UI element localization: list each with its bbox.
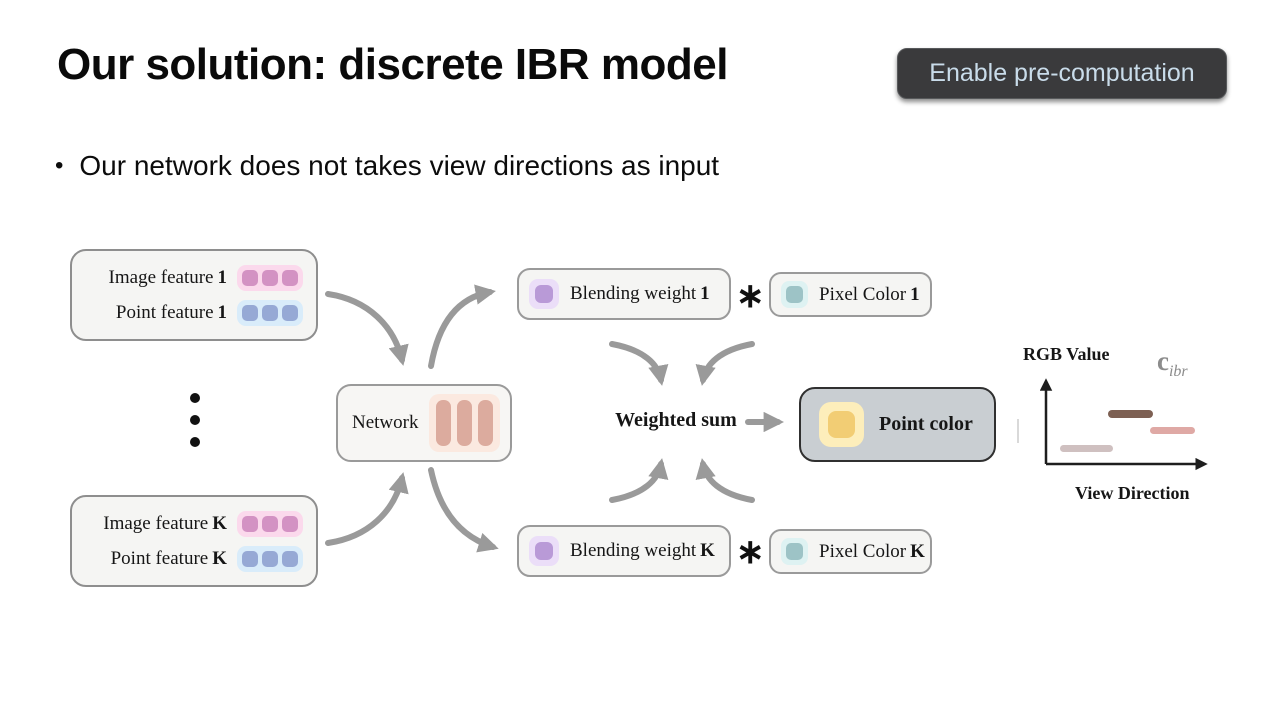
- c-ibr-symbol: cibr: [1157, 346, 1188, 380]
- page-title: Our solution: discrete IBR model: [57, 40, 728, 89]
- point-color-box: Point color: [799, 387, 996, 462]
- divider-tick: [1017, 419, 1019, 443]
- bullet-marker: •: [55, 152, 64, 179]
- point-color-icon: [819, 402, 864, 447]
- multiply-symbol-k: ∗: [736, 534, 765, 571]
- arrow-product1-left-to-weighted-sum: [609, 341, 669, 386]
- arrow-feature1-to-network: [325, 291, 409, 366]
- multiply-symbol-1: ∗: [736, 278, 765, 315]
- chart-xlabel: View Direction: [1075, 483, 1190, 503]
- vertical-ellipsis-icon: [190, 393, 200, 447]
- point-feature-squares-icon: [237, 299, 303, 326]
- arrow-productK-left-to-weighted-sum: [609, 458, 669, 503]
- pixel-color-icon: [781, 281, 808, 308]
- network-label: Network: [352, 412, 419, 433]
- image-feature-squares-icon: [237, 264, 303, 291]
- bullet-text: Our network does not takes view directio…: [79, 150, 720, 181]
- blending-weight-icon: [529, 536, 559, 566]
- arrow-product1-right-to-weighted-sum: [695, 341, 755, 386]
- network-box: Network: [336, 384, 512, 462]
- chart-ylabel: RGB Value: [1023, 344, 1110, 364]
- point-color-label: Point color: [879, 413, 973, 435]
- pixel-color-icon: [781, 538, 808, 565]
- chart-step-segment-low: [1060, 445, 1113, 452]
- chart-step-segment-high: [1108, 410, 1153, 418]
- image-feature-squares-icon: [237, 510, 303, 537]
- weighted-sum-label: Weighted sum: [615, 409, 737, 431]
- arrow-network-to-blendingK: [428, 467, 499, 553]
- bullet-line: • Our network does not takes view direct…: [55, 150, 719, 182]
- enable-pre-computation-button[interactable]: Enable pre-computation: [897, 48, 1227, 99]
- blending-weight-icon: [529, 279, 559, 309]
- arrow-productK-right-to-weighted-sum: [695, 458, 755, 503]
- arrow-network-to-blending1: [428, 284, 496, 369]
- chart-step-segment-mid: [1150, 427, 1195, 434]
- point-feature-squares-icon: [237, 545, 303, 572]
- network-layers-icon: [429, 394, 501, 452]
- enable-pre-computation-label: Enable pre-computation: [929, 59, 1195, 87]
- arrow-featureK-to-network: [325, 472, 409, 546]
